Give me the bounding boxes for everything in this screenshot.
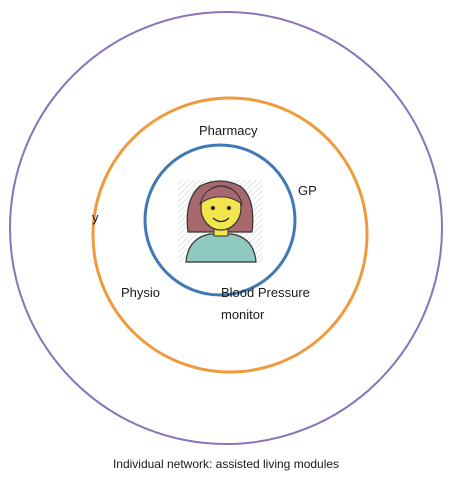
diagram-caption: Individual network: assisted living modu… [112,457,340,471]
monitor-label: monitor [221,307,265,322]
truncated-label: y [92,210,99,225]
person-avatar-icon [178,180,263,263]
pharmacy-label: Pharmacy [199,123,258,138]
middle-ring [91,96,369,374]
inner-ring [143,143,297,297]
physio-label: Physio [121,285,161,300]
gp-label: GP [298,183,317,198]
blood-pressure-label: Blood Pressure [221,285,310,300]
outer-ring [9,11,443,445]
